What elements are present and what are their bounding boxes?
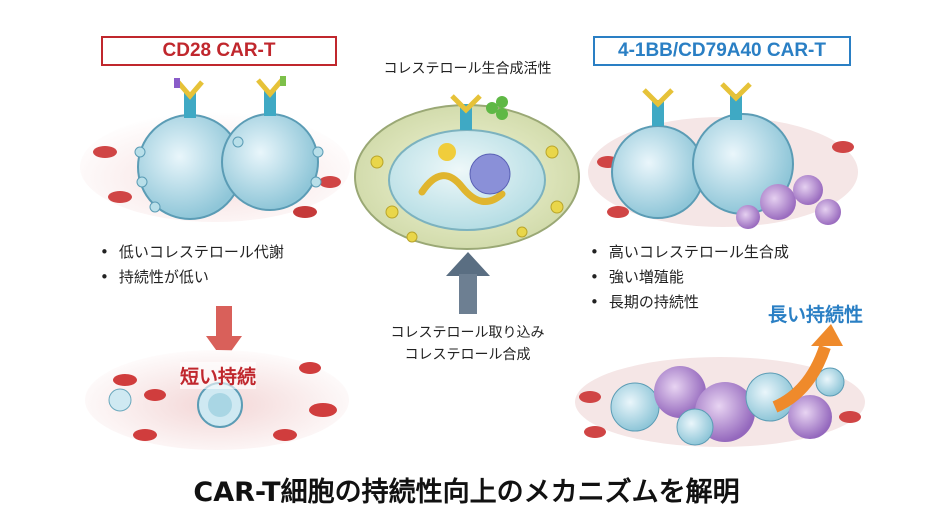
long-persistence-illustration (575, 324, 865, 447)
cd28-bullet-list: 低いコレステロール代謝 持続性が低い (100, 240, 284, 290)
cd28-bullet-1: 低いコレステロール代謝 (100, 240, 284, 265)
cd28-title: CD28 CAR-T (162, 40, 276, 61)
long-persistence-label: 長い持続性 (768, 304, 864, 326)
41bb-bullet-1: 高いコレステロール生合成 (590, 240, 789, 265)
biosynthesis-activity-label: コレステロール生合成活性 (383, 61, 552, 77)
cd28-bullet-2: 持続性が低い (100, 265, 284, 290)
41bb-title-box: 4-1BB/CD79A40 CAR-T (593, 36, 851, 66)
41bb-bullet-list: 高いコレステロール生合成 強い増殖能 長期の持続性 (590, 240, 789, 315)
cholesterol-uptake-label: コレステロール取り込み (390, 325, 545, 341)
41bb-title: 4-1BB/CD79A40 CAR-T (618, 40, 826, 61)
cd28-car-t-cells-illustration (80, 76, 350, 222)
41bb-car-t-cells-illustration (588, 82, 858, 229)
cholesterol-cell-illustration (354, 94, 580, 250)
uptake-synthesis-labels: コレステロール取り込み コレステロール合成 (360, 322, 575, 366)
41bb-bullet-2: 強い増殖能 (590, 265, 789, 290)
41bb-bullet-3: 長期の持続性 (590, 290, 789, 315)
cholesterol-synthesis-label: コレステロール合成 (404, 347, 531, 363)
short-persistence-illustration (85, 350, 349, 450)
cd28-title-box: CD28 CAR-T (101, 36, 337, 66)
main-title: CAR-T細胞の持続性向上のメカニズムを解明 (193, 477, 740, 508)
short-persistence-label: 短い持続 (180, 362, 257, 389)
up-arrow-icon (446, 252, 490, 314)
down-arrow-icon (206, 306, 242, 361)
